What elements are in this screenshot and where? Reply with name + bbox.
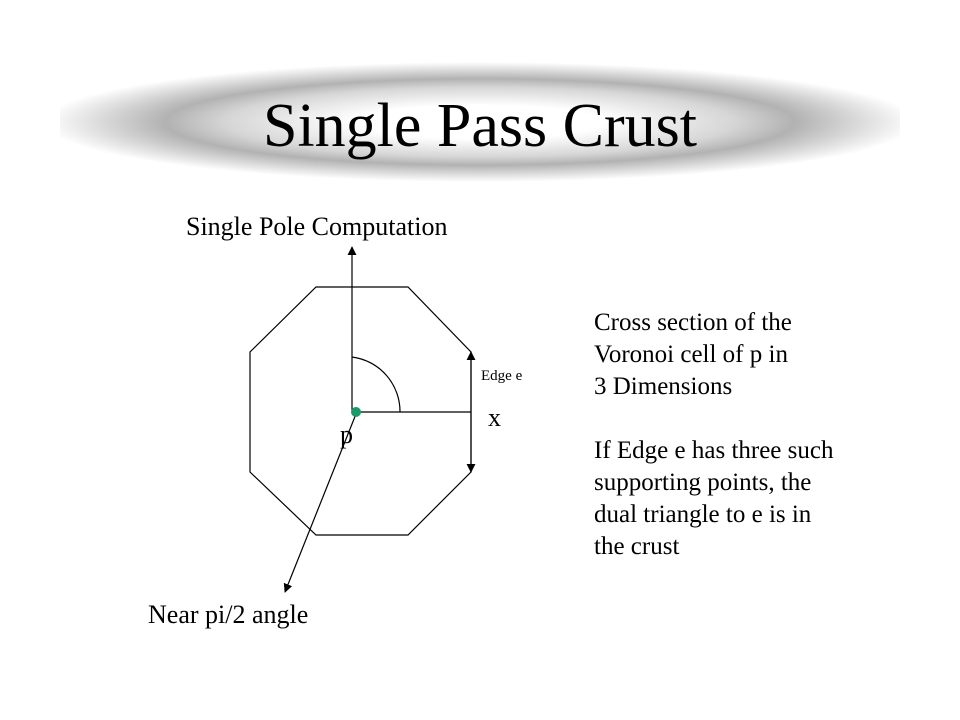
- voronoi-cell-octagon: [249, 286, 472, 536]
- point-p-label: p: [340, 420, 353, 449]
- explanation-line: the crust: [594, 533, 680, 560]
- explanation-line: supporting points, the: [594, 469, 812, 496]
- explanation-line: If Edge e has three such: [594, 437, 834, 464]
- explanation-line: 3 Dimensions: [594, 373, 733, 400]
- explanation-line: Cross section of the: [594, 309, 792, 336]
- explanation-text: Cross section of the Voronoi cell of p i…: [594, 307, 924, 563]
- slide-title: Single Pass Crust: [262, 92, 698, 160]
- edge-e-label: Edge e: [481, 368, 523, 384]
- angle-arc: [351, 356, 401, 413]
- near-pi-half-arrow: [283, 413, 357, 593]
- angle-caption: Near pi/2 angle: [148, 600, 309, 629]
- x-label: x: [488, 403, 501, 432]
- explanation-line: dual triangle to e is in: [594, 501, 812, 528]
- point-p-dot: [351, 407, 361, 417]
- title-gradient-band: [60, 62, 900, 182]
- explanation-line: Voronoi cell of p in: [594, 341, 788, 368]
- pole-caption: Single Pole Computation: [186, 212, 448, 241]
